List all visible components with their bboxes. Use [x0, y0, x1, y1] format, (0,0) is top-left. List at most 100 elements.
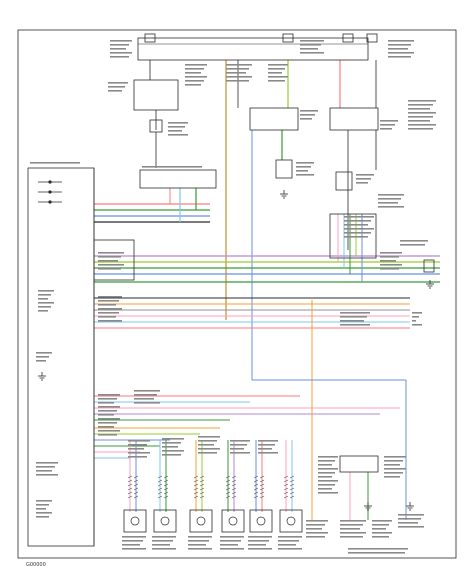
- wire-twist-mark: [231, 479, 237, 483]
- wire-twist-mark: [133, 487, 139, 491]
- wire-twist-mark: [283, 487, 289, 491]
- unreadable-text-line: [278, 548, 302, 550]
- unreadable-text-line: [318, 456, 338, 458]
- unreadable-text-line: [98, 410, 117, 412]
- unreadable-text-line: [98, 426, 114, 428]
- wire-twist-mark: [199, 483, 205, 487]
- unreadable-text-line: [122, 548, 146, 550]
- unreadable-text-line: [372, 532, 392, 534]
- wire-twist-mark: [231, 495, 237, 499]
- unreadable-text-line: [400, 240, 428, 242]
- wire-twist-mark: [283, 483, 289, 487]
- unreadable-text-line: [318, 488, 332, 490]
- unreadable-text-line: [128, 452, 150, 454]
- wire-twist-mark: [289, 483, 295, 487]
- unreadable-text-line: [296, 170, 308, 172]
- unreadable-text-line: [230, 448, 244, 450]
- unreadable-text-line: [384, 476, 400, 478]
- unreadable-text-line: [300, 52, 324, 54]
- unreadable-text-line: [248, 536, 272, 538]
- unreadable-text-line: [38, 298, 48, 300]
- wire-twist-mark: [289, 487, 295, 491]
- unreadable-text-line: [98, 312, 119, 314]
- unreadable-text-line: [185, 80, 204, 82]
- wire-twist-mark: [199, 487, 205, 491]
- wire-twist-mark: [199, 479, 205, 483]
- wire-twist-mark: [225, 487, 231, 491]
- unreadable-text-line: [300, 40, 324, 42]
- unreadable-text-line: [340, 524, 363, 526]
- unreadable-text-line: [98, 422, 117, 424]
- unreadable-text-line: [372, 536, 389, 538]
- wire-twist-mark: [199, 495, 205, 499]
- unreadable-text-line: [36, 516, 49, 518]
- unreadable-text-line: [380, 120, 398, 122]
- unreadable-text-line: [36, 356, 49, 358]
- unreadable-text-line: [258, 444, 275, 446]
- unreadable-text-line: [152, 540, 173, 542]
- unreadable-text-line: [412, 320, 416, 322]
- unreadable-text-line: [134, 394, 157, 396]
- unreadable-text-line: [98, 300, 119, 302]
- unreadable-text-line: [36, 508, 46, 510]
- unreadable-text-line: [348, 552, 405, 554]
- unreadable-text-line: [408, 120, 430, 122]
- unreadable-text-line: [36, 504, 49, 506]
- unreadable-text-line: [98, 256, 121, 258]
- unreadable-text-line: [398, 514, 424, 516]
- wire-twist-mark: [289, 495, 295, 499]
- wire-twist-mark: [259, 491, 265, 495]
- ground-symbol-icon: [38, 372, 46, 381]
- wire-twist-mark: [225, 495, 231, 499]
- wire-twist-mark: [289, 479, 295, 483]
- bottom-sensor-box: [221, 509, 245, 533]
- wire-twist-mark: [133, 479, 139, 483]
- unreadable-text-line: [36, 474, 58, 476]
- unreadable-text-line: [220, 540, 241, 542]
- unreadable-text-line: [98, 296, 122, 298]
- unreadable-text-line: [162, 438, 184, 440]
- unreadable-text-line: [110, 56, 129, 58]
- unreadable-text-line: [108, 86, 125, 88]
- wire-twist-mark: [231, 487, 237, 491]
- unreadable-text-line: [378, 194, 404, 196]
- unreadable-text-line: [98, 402, 114, 404]
- unreadable-text-line: [168, 126, 185, 128]
- unreadable-text-line: [226, 64, 252, 66]
- wire-twist-mark: [259, 487, 265, 491]
- unreadable-text-line: [412, 312, 422, 314]
- unreadable-text-line: [122, 536, 146, 538]
- unreadable-text-line: [344, 216, 374, 218]
- component-layer: [27, 33, 435, 547]
- unreadable-text-line: [306, 520, 328, 522]
- unreadable-text-line: [388, 52, 414, 54]
- unreadable-text-line: [98, 252, 124, 254]
- unreadable-text-line: [344, 220, 371, 222]
- ground-symbol-icon: [364, 502, 372, 511]
- unreadable-text-line: [318, 464, 332, 466]
- unreadable-text-line: [372, 528, 386, 530]
- fuse-box-terminal: [366, 33, 378, 43]
- unreadable-text-line: [98, 268, 121, 270]
- unreadable-text-line: [318, 468, 338, 470]
- wire-twist-mark: [193, 487, 199, 491]
- unreadable-text-line: [162, 442, 181, 444]
- unreadable-text-line: [380, 260, 396, 262]
- wire-layer: [93, 60, 440, 546]
- unreadable-text-line: [408, 124, 436, 126]
- unreadable-text-line: [98, 414, 114, 416]
- wire-twist-mark: [283, 479, 289, 483]
- wire-twist-mark: [259, 475, 265, 479]
- unreadable-text-line: [36, 462, 58, 464]
- unreadable-text-line: [185, 72, 201, 74]
- unreadable-text-line: [268, 68, 285, 70]
- unreadable-text-line: [380, 264, 402, 266]
- unreadable-text-line: [220, 544, 238, 546]
- unreadable-text-line: [408, 104, 433, 106]
- unreadable-text-line: [98, 434, 117, 436]
- unreadable-text-line: [168, 122, 188, 124]
- unreadable-text-line: [278, 544, 296, 546]
- unreadable-text-line: [384, 456, 406, 458]
- unreadable-text-line: [230, 452, 250, 454]
